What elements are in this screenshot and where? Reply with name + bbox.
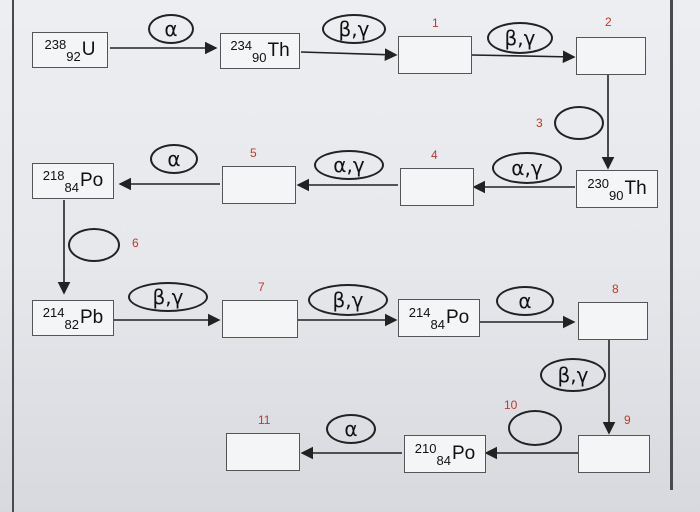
step-number-8: 8	[612, 282, 619, 296]
step-number-9: 9	[624, 413, 631, 427]
mass-number: 234	[230, 37, 253, 53]
answer-box-8[interactable]	[578, 302, 648, 340]
element-symbol: Po	[451, 443, 476, 464]
decay-label-alpha-1: α	[148, 14, 194, 44]
step-number-11: 11	[258, 413, 271, 427]
mass-number: 230	[587, 175, 610, 191]
decay-label-alpha-gamma-th230: α,γ	[492, 152, 562, 184]
mass-number: 214	[42, 304, 65, 320]
step-number-7: 7	[258, 280, 265, 294]
element-symbol: U	[81, 39, 96, 60]
answer-box-1[interactable]	[398, 36, 472, 74]
nuclide-po218: 218 84 Po	[32, 163, 114, 199]
atomic-number: 90	[609, 187, 624, 203]
nuclide-pb214: 214 82 Pb	[32, 300, 114, 336]
atomic-number: 84	[436, 452, 451, 468]
decay-label-alpha-8: α	[496, 286, 554, 316]
nuclide-th230: 230 90 Th	[576, 170, 658, 208]
arrow-box1-to-box2	[471, 50, 576, 64]
decay-label-beta-gamma-po214: β,γ	[308, 284, 388, 316]
element-symbol: Th	[624, 178, 647, 199]
element-symbol: Th	[267, 40, 290, 61]
mass-number: 214	[408, 304, 431, 320]
decay-label-alpha-gamma-4: α,γ	[314, 150, 384, 180]
element-symbol: Pb	[79, 307, 104, 328]
decay-label-beta-gamma-1: β,γ	[322, 14, 386, 44]
decay-label-alpha-5: α	[150, 144, 198, 174]
step-number-10: 10	[504, 398, 518, 412]
answer-box-11[interactable]	[226, 433, 300, 471]
step-number-1: 1	[432, 16, 439, 30]
mass-number: 238	[44, 36, 67, 52]
element-symbol: Po	[79, 170, 104, 191]
nuclide-po214: 214 84 Po	[398, 299, 480, 337]
mass-number: 218	[42, 167, 65, 183]
step-number-5: 5	[250, 146, 257, 160]
answer-box-9[interactable]	[578, 435, 650, 473]
answer-box-2[interactable]	[576, 37, 646, 75]
nuclide-u238: 238 92 U	[32, 32, 108, 68]
answer-box-7[interactable]	[222, 300, 298, 338]
arrow-th234-to-box1	[300, 48, 398, 62]
nuclide-po210: 210 84 Po	[404, 435, 486, 473]
decay-label-alpha-11: α	[326, 414, 376, 444]
decay-empty-oval-3[interactable]	[554, 106, 604, 140]
answer-box-5[interactable]	[222, 166, 296, 204]
step-number-2: 2	[605, 15, 612, 29]
answer-box-4[interactable]	[400, 168, 474, 206]
decay-empty-oval-10[interactable]	[508, 410, 562, 446]
atomic-number: 90	[252, 49, 267, 65]
mass-number: 210	[414, 440, 437, 456]
nuclide-th234: 234 90 Th	[220, 33, 300, 69]
step-number-6: 6	[132, 236, 139, 250]
decay-label-beta-gamma-7: β,γ	[128, 282, 208, 312]
atomic-number: 84	[430, 316, 445, 332]
step-number-3: 3	[536, 116, 543, 130]
decay-label-beta-gamma-9: β,γ	[540, 358, 606, 392]
atomic-number: 84	[64, 179, 79, 195]
atomic-number: 92	[66, 48, 81, 64]
atomic-number: 82	[64, 316, 79, 332]
step-number-4: 4	[431, 148, 438, 162]
decay-label-beta-gamma-2: β,γ	[487, 22, 553, 54]
element-symbol: Po	[445, 307, 470, 328]
decay-empty-oval-6[interactable]	[68, 228, 120, 262]
margin-line-left	[12, 0, 14, 512]
margin-line-right	[670, 0, 673, 490]
